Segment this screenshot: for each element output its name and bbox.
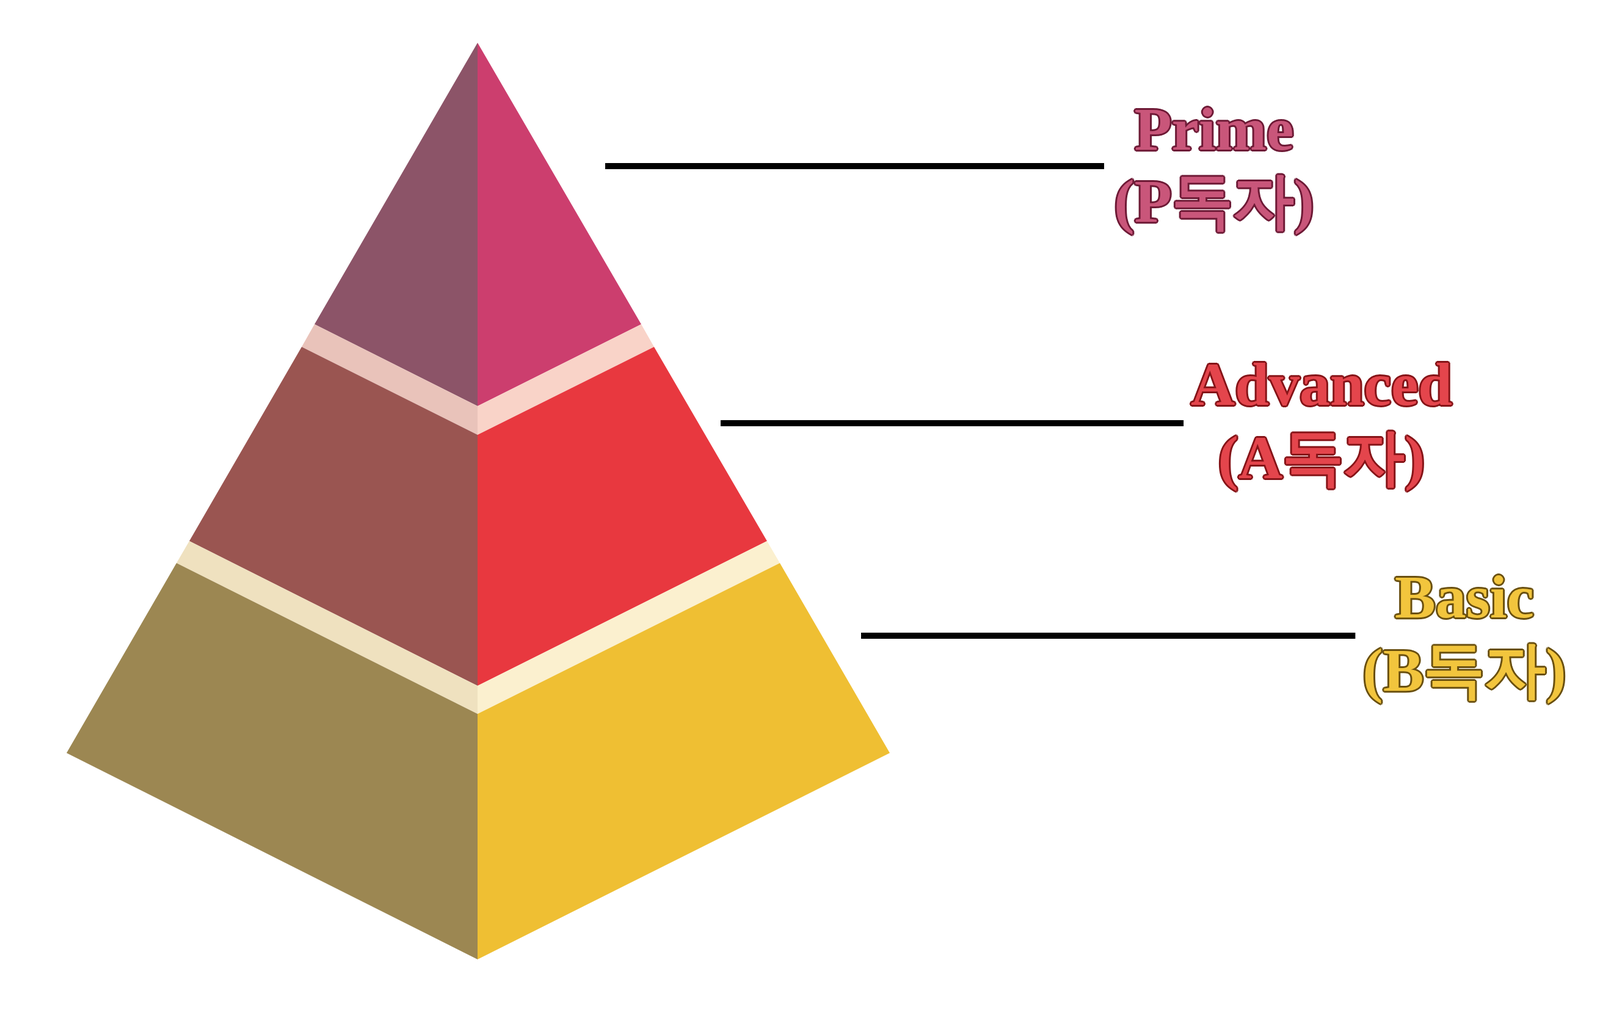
bottom-band-left: [66, 563, 478, 960]
leader-line: [605, 163, 1105, 170]
tier-label: (B독자): [1362, 640, 1566, 702]
tier-label: Prime: [1134, 98, 1295, 160]
tier-label: Advanced: [1190, 354, 1453, 416]
leader-line: [861, 632, 1356, 639]
bottom-band-right: [477, 563, 890, 960]
leader-line: [720, 420, 1184, 427]
tier-label: Basic: [1394, 566, 1535, 628]
tier-label: (A독자): [1218, 427, 1426, 489]
tier-label: (P독자): [1113, 170, 1315, 233]
